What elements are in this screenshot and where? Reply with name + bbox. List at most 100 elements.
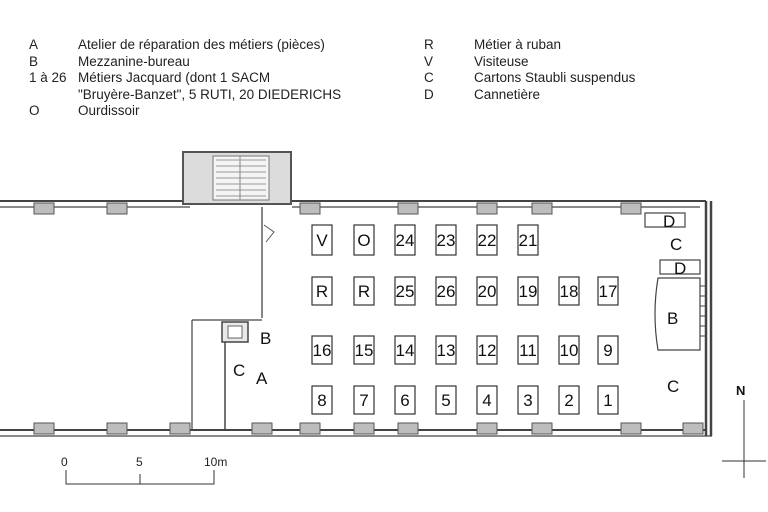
machine-outline [394, 276, 416, 306]
machine-label: O [357, 231, 370, 250]
machine-outline [394, 385, 416, 415]
machine-outline [558, 335, 580, 365]
legend-key: B [29, 53, 39, 69]
machine-label: 6 [400, 391, 409, 410]
pillar [476, 202, 498, 215]
scale-bar: 0 5 10m [61, 455, 227, 485]
machine-outline [353, 276, 375, 306]
legend-text: Cannetière [474, 86, 541, 102]
label-c-top: C [670, 235, 682, 254]
machine-box: 4 [476, 385, 498, 415]
machine-label: 5 [441, 391, 450, 410]
machine-outline [517, 385, 539, 415]
machine-label: 19 [519, 282, 538, 301]
legend-text: Cartons Staubli suspendus [474, 70, 636, 86]
machine-box: 2 [558, 385, 580, 415]
machine-label: 4 [482, 391, 491, 410]
pillar [353, 422, 375, 435]
legend-key: D [424, 86, 434, 102]
machine-label: 21 [519, 231, 538, 250]
machine-box: 10 [558, 335, 580, 365]
legend-row: D Cannetière [424, 87, 684, 104]
machine-outline [517, 224, 539, 256]
machine-box: 14 [394, 335, 416, 365]
label-c-right: C [667, 377, 679, 396]
machine-label: 11 [519, 341, 537, 360]
machine-outline [558, 276, 580, 306]
machine-outline [517, 335, 539, 365]
legend-text: "Bruyère-Banzet", 5 RUTI, 20 DIEDERICHS [78, 86, 342, 102]
machine-box: 22 [476, 224, 498, 256]
machine-outline [435, 224, 457, 256]
label-b-right: B [667, 309, 678, 328]
machine-outline [476, 224, 498, 256]
right-annex [644, 212, 706, 351]
machine-outline [311, 276, 333, 306]
machine-outline [476, 276, 498, 306]
machine-box: 5 [435, 385, 457, 415]
machine-outline [394, 224, 416, 256]
pillar [397, 202, 419, 215]
label-b-left: B [260, 329, 271, 348]
machine-box: 12 [476, 335, 498, 365]
legend-text: Visiteuse [474, 53, 529, 69]
machine-label: 10 [560, 341, 579, 360]
machine-outline [597, 385, 619, 415]
machine-outline [558, 385, 580, 415]
pillar [620, 422, 642, 435]
machine-box: 19 [517, 276, 539, 306]
legend-text: Métier à ruban [474, 37, 562, 52]
machine-outline [435, 335, 457, 365]
pillar [620, 202, 642, 215]
machine-box: 6 [394, 385, 416, 415]
stair-tower [182, 151, 292, 205]
machine-label: 20 [478, 282, 497, 301]
scale-tick-0: 0 [61, 455, 68, 469]
label-d-mid: D [674, 259, 686, 278]
machine-outline [597, 276, 619, 306]
machine-box: 26 [435, 276, 457, 306]
machine-box: 11 [517, 335, 539, 365]
pillar [299, 422, 321, 435]
label-c-left: C [233, 361, 245, 380]
legend-text: Ourdissoir [78, 103, 140, 119]
pillar [299, 202, 321, 215]
machine-box: 7 [353, 385, 375, 415]
machine-outline [476, 385, 498, 415]
machine-box: 24 [394, 224, 416, 256]
pillar [476, 422, 498, 435]
scale-tick-10m: 10m [204, 455, 227, 469]
machine-label: 17 [599, 282, 618, 301]
pillar [682, 422, 704, 435]
machine-label: 18 [560, 282, 579, 301]
north-label: N [736, 383, 745, 398]
pillar [531, 202, 553, 215]
machine-label: 3 [523, 391, 532, 410]
machine-outline [517, 276, 539, 306]
machine-box: 25 [394, 276, 416, 306]
machine-label: 22 [478, 231, 497, 250]
machine-box: 21 [517, 224, 539, 256]
machine-outline [435, 276, 457, 306]
machine-label: 8 [317, 391, 326, 410]
machine-box: V [311, 224, 333, 256]
pillar [33, 202, 55, 215]
machine-box: R [353, 276, 375, 306]
machine-label: 7 [359, 391, 368, 410]
pillar [106, 202, 128, 215]
legend-text: Métiers Jacquard (dont 1 SACM [78, 70, 271, 86]
north-arrow: N [722, 383, 766, 478]
machine-outline [311, 335, 333, 365]
machine-box: O [353, 224, 375, 256]
pillar [531, 422, 553, 435]
machine-label: 13 [437, 341, 456, 360]
pillar [169, 422, 191, 435]
machine-label: 14 [396, 341, 415, 360]
